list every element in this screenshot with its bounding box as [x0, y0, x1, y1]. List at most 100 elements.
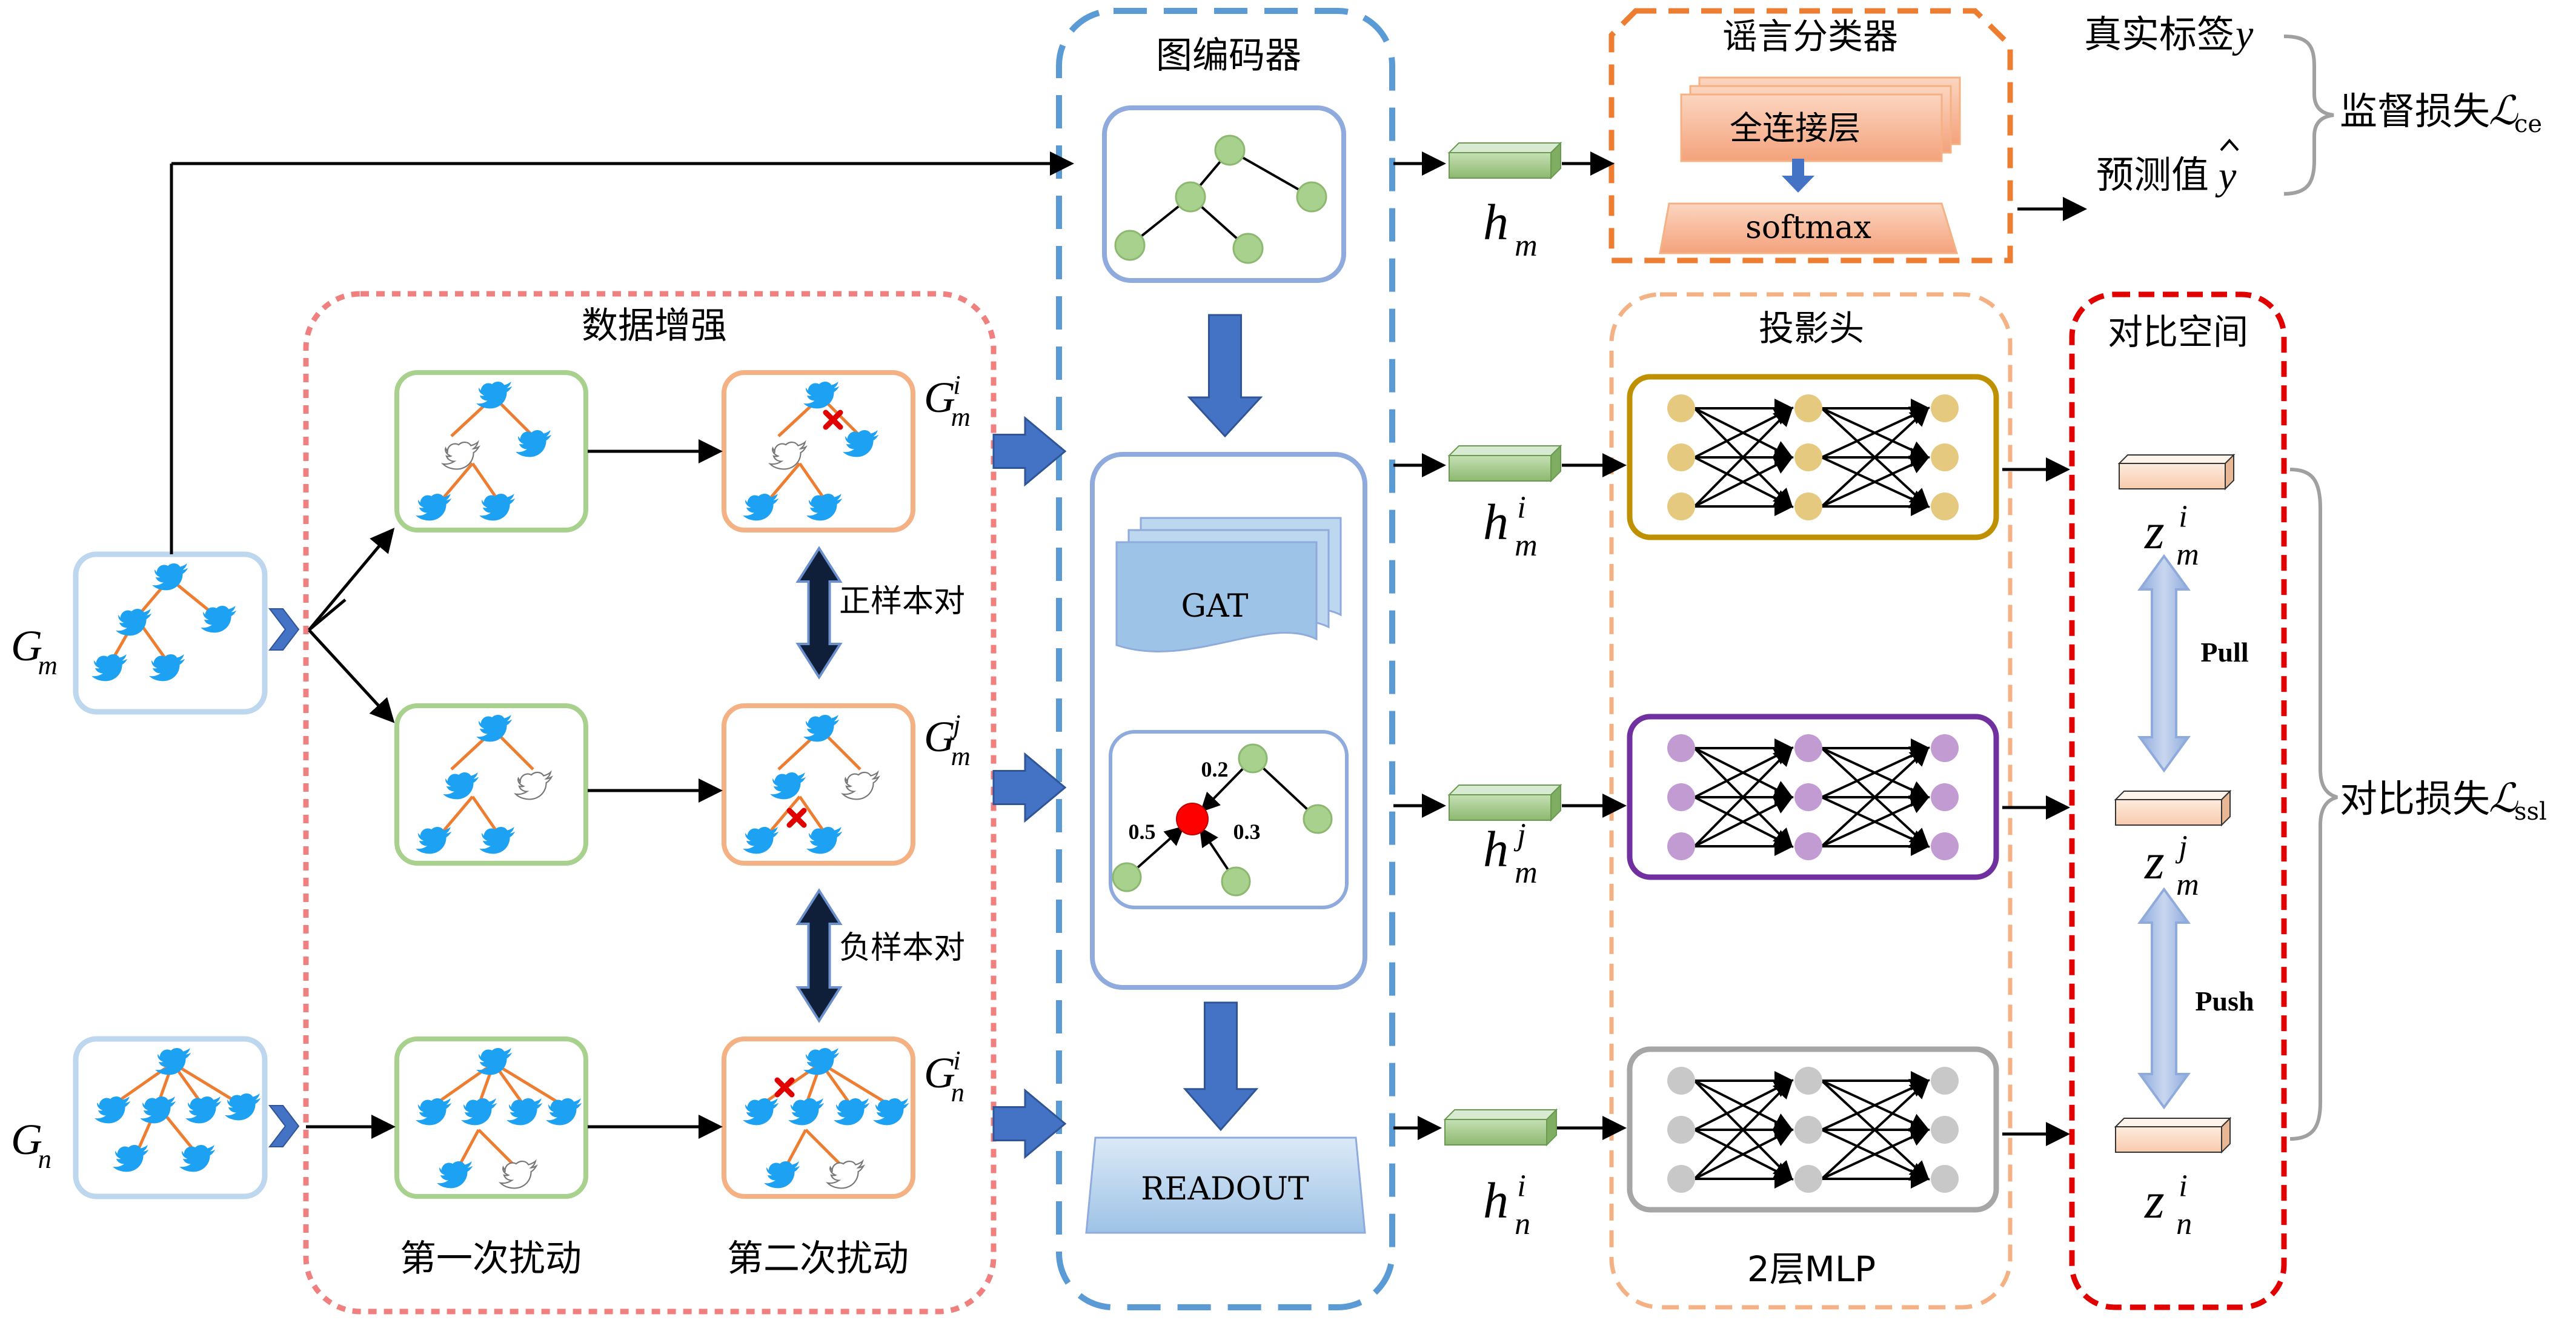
graph-node: [1175, 181, 1206, 213]
first-perturb-graph-2: [394, 703, 588, 866]
mlp-neuron: [1667, 493, 1695, 520]
readout-label: READOUT: [1141, 1171, 1309, 1207]
contrastive-loss-symbol: ℒ: [2489, 777, 2518, 821]
mlp-neuron: [1931, 1165, 1959, 1193]
label-zni-base: z: [2144, 1173, 2165, 1229]
embedding-hmi: [1447, 444, 1562, 483]
mlp-neuron: [1667, 783, 1695, 811]
mlp-connection: [1821, 795, 1930, 847]
mlp-neuron: [1667, 1067, 1695, 1095]
mlp-neuron: [1667, 734, 1695, 762]
true-label-var: y: [2232, 12, 2254, 56]
view-label-gmi-sup: i: [953, 370, 960, 400]
view-label-gmj: Gmj: [924, 709, 971, 771]
gat-label: GAT: [1181, 588, 1249, 625]
first-perturb-graph-1: [394, 370, 588, 532]
tree-edge: [438, 462, 474, 504]
view-label-gmi: Gmi: [924, 370, 971, 432]
mlp-connection: [1693, 406, 1793, 508]
mlp-connection: [1821, 1128, 1930, 1180]
mlp-connection: [1694, 456, 1794, 508]
attention-weight-3: 0.3: [1233, 820, 1261, 844]
attention-weight-1: 0.2: [1201, 757, 1229, 781]
augmentation-title: 数据增强: [582, 305, 727, 347]
positive-pair-label: 正样本对: [839, 583, 965, 620]
negative-pair-label: 负样本对: [839, 930, 965, 966]
chevron-gm: [268, 608, 300, 651]
graph-edge: [1229, 149, 1312, 198]
label-zmi-sub: m: [2176, 537, 2199, 572]
contrastive-loss-sub: ssl: [2514, 798, 2547, 826]
graph-node: [1112, 862, 1142, 892]
label-hni-sup: i: [1517, 1169, 1525, 1204]
encoder-down-arrow-2: [1183, 1001, 1259, 1132]
supervised-loss-text: 监督损失: [2340, 89, 2490, 133]
label-hmi-sub: m: [1515, 528, 1538, 563]
second-perturb-graph-2: [722, 703, 915, 866]
hat-icon: [2220, 138, 2239, 151]
encoder-title: 图编码器: [1156, 35, 1301, 77]
second-perturb-graph-3: [722, 1036, 915, 1199]
mlp-neuron: [1794, 443, 1822, 471]
label-zmj-sup: j: [2175, 830, 2187, 864]
view-label-gmi-sub: m: [951, 402, 971, 432]
target-node: [1176, 803, 1209, 835]
classifier-container: [1608, 8, 2013, 264]
tree-edge: [820, 1061, 892, 1107]
pull-arrow: [2137, 554, 2191, 773]
view-label-gmj-base: G: [924, 712, 955, 761]
mlp-neuron: [1931, 783, 1959, 811]
label-hm-sub: m: [1515, 228, 1538, 263]
mlp-neuron: [1667, 1165, 1695, 1193]
embedding-hm: [1447, 141, 1562, 180]
graph-encoder-container: [1056, 8, 1395, 1310]
mlp-neuron: [1794, 493, 1822, 520]
attention-weight-2: 0.5: [1129, 820, 1156, 844]
view-label-gmi-base: G: [924, 373, 955, 422]
graph-node: [1303, 804, 1333, 834]
label-hni-base: h: [1483, 1173, 1509, 1229]
contrastive-loss-text: 对比损失: [2340, 777, 2490, 821]
graph-node: [1296, 181, 1327, 213]
label-zmi-sup: i: [2179, 500, 2187, 534]
label-zmj-base: z: [2144, 834, 2165, 890]
view-label-gmj-sup: j: [950, 709, 960, 739]
projection-container: [1609, 292, 2013, 1310]
label-zmj-sub: m: [2176, 867, 2199, 902]
mlp-connection: [1694, 796, 1794, 847]
label-gn: Gn: [11, 1115, 51, 1174]
readout-block: [1085, 1136, 1366, 1234]
classifier-title: 谣言分类器: [1722, 16, 1898, 57]
first-perturb-caption: 第一次扰动: [400, 1238, 582, 1280]
vector-zmi: [2117, 453, 2236, 491]
vector-zmj: [2114, 789, 2232, 827]
encoder-down-arrow-1: [1187, 314, 1263, 438]
supervised-brace: [2283, 35, 2334, 196]
mlp-neuron: [1794, 783, 1822, 811]
projection-title: 投影头: [1759, 308, 1864, 349]
graph-node: [1232, 233, 1264, 264]
chevron-gn: [268, 1105, 300, 1147]
label-gn-sub: n: [38, 1144, 51, 1174]
embedding-hmj: [1447, 783, 1562, 822]
label-hni-sub: n: [1515, 1207, 1530, 1241]
view-label-gmj-sub: m: [951, 741, 971, 771]
mlp-connection: [1821, 456, 1930, 508]
view-label-gni-sup: i: [953, 1045, 960, 1075]
label-hmj-sup: j: [1513, 818, 1525, 852]
tree-edge: [765, 462, 801, 504]
mlp-neuron: [1931, 1067, 1959, 1095]
supervised-loss-sub: ce: [2514, 110, 2542, 138]
mlp-neuron: [1931, 832, 1959, 860]
pull-label: Pull: [2200, 637, 2248, 668]
mlp-neuron: [1794, 1067, 1822, 1095]
mlp-neuron: [1794, 394, 1822, 422]
